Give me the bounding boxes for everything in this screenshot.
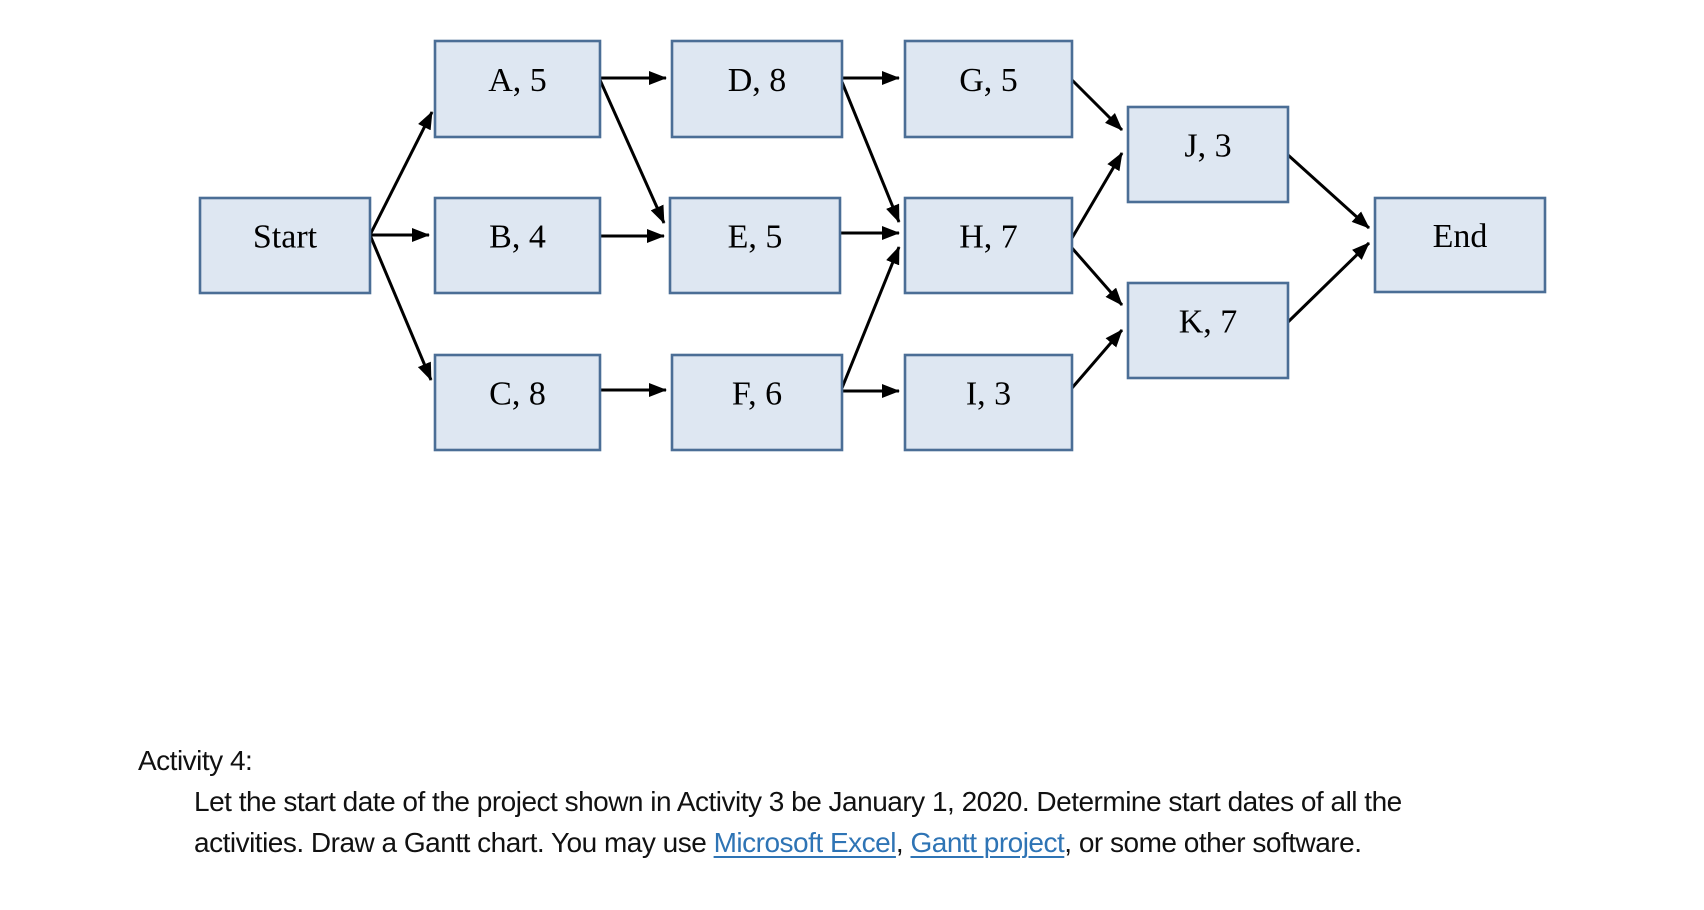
node-box-H [903,196,1074,295]
edge-A-E [598,79,666,224]
node-H: H, 7 [903,196,1074,295]
node-F: F, 6 [670,353,844,452]
caption-line2-text2: , [895,827,911,858]
node-label-B: B, 4 [489,218,546,255]
node-label-K: K, 7 [1179,303,1238,340]
node-label-J: J, 3 [1184,127,1231,164]
node-D: D, 8 [670,39,844,139]
edge-J-End [1286,153,1371,230]
node-label-F: F, 6 [732,375,782,412]
node-label-A: A, 5 [488,62,547,99]
edge-H-J [1070,152,1124,239]
edge-F-H [840,246,901,389]
link-gantt-project[interactable]: Gantt project [910,827,1065,858]
node-box-D [670,39,844,139]
edge-D-H [840,81,901,223]
node-box-Start [198,196,372,295]
node-label-C: C, 8 [489,375,546,412]
edge-K-End [1286,241,1371,324]
activity-heading: Activity 4: [138,745,253,776]
node-label-Start: Start [253,218,318,255]
caption-line-2: activities. Draw a Gantt chart. You may … [194,826,1362,860]
node-End: End [1373,196,1547,294]
node-box-C [433,353,602,452]
node-box-End [1373,196,1547,294]
nodes-layer: Start A, 5 B, 4 C, 8 D, 8 E, 5 F, 6 G, 5 H, 7 I, … [198,39,1547,452]
node-label-I: I, 3 [966,375,1011,412]
caption-line2-text3: , or some other software. [1064,827,1362,858]
edge-I-K [1070,329,1124,389]
node-box-G [903,39,1074,139]
caption-line-1: Let the start date of the project shown … [194,786,1402,817]
node-Start: Start [198,196,372,295]
edge-H-K [1070,247,1124,306]
edge-Start-C [368,234,433,381]
node-box-E [668,196,842,295]
node-I: I, 3 [903,353,1074,452]
edge-Start-A [368,111,434,236]
node-G: G, 5 [903,39,1074,139]
node-box-I [903,353,1074,452]
link-microsoft-excel[interactable]: Microsoft Excel [713,827,897,858]
node-box-J [1126,105,1290,204]
node-A: A, 5 [433,39,602,139]
node-label-D: D, 8 [728,62,787,99]
node-box-F [670,353,844,452]
node-box-A [433,39,602,139]
node-label-H: H, 7 [959,218,1018,255]
node-K: K, 7 [1126,281,1290,380]
node-label-G: G, 5 [959,62,1018,99]
node-C: C, 8 [433,353,602,452]
edges-layer [368,71,1371,398]
node-label-End: End [1433,218,1488,255]
node-B: B, 4 [433,196,602,295]
node-box-K [1126,281,1290,380]
node-label-E: E, 5 [728,218,783,255]
node-J: J, 3 [1126,105,1290,204]
edge-G-J [1070,78,1124,132]
caption-line2-text1: activities. Draw a Gantt chart. You may … [194,827,714,858]
node-box-B [433,196,602,295]
node-E: E, 5 [668,196,842,295]
